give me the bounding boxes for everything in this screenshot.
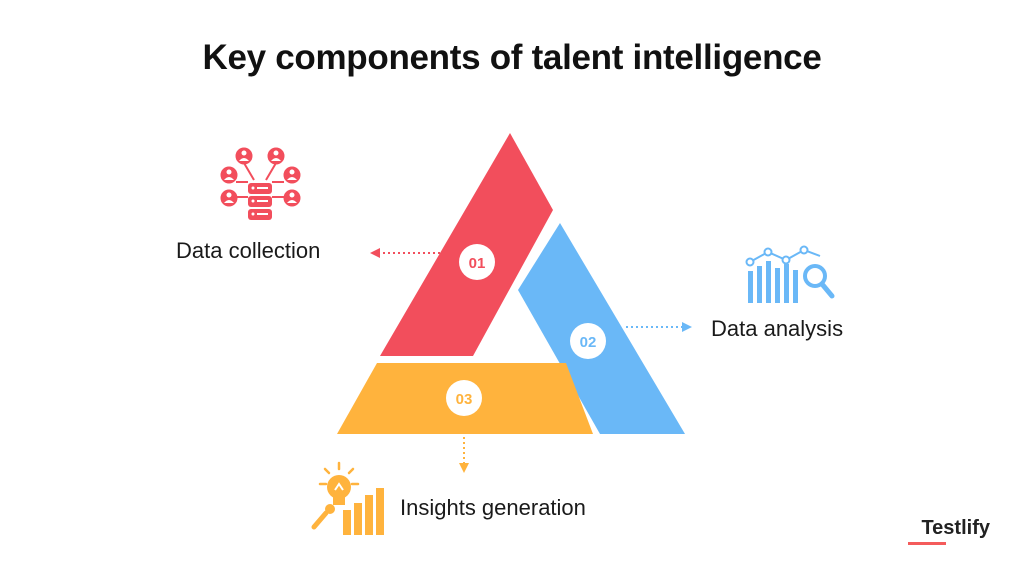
arrow-to-data-analysis xyxy=(626,322,692,332)
badge-01-text: 01 xyxy=(469,255,486,272)
logo-underline xyxy=(908,542,946,545)
label-insights-generation: Insights generation xyxy=(400,495,586,520)
arrow-to-insights-generation xyxy=(459,437,469,473)
badge-03: 03 xyxy=(446,380,482,416)
arrow-to-data-collection xyxy=(370,248,440,258)
segment-data-analysis xyxy=(518,223,685,434)
database-network-icon xyxy=(220,147,301,220)
lightbulb-chart-icon xyxy=(311,461,384,535)
page-title: Key components of talent intelligence xyxy=(202,38,822,77)
chart-magnifier-icon xyxy=(745,245,835,303)
label-data-collection: Data collection xyxy=(176,238,321,263)
badge-03-text: 03 xyxy=(456,391,473,408)
badge-02: 02 xyxy=(570,323,606,359)
testlify-logo: Testlify xyxy=(921,517,990,539)
segment-data-collection xyxy=(380,133,553,356)
label-data-analysis: Data analysis xyxy=(711,316,844,341)
badge-01: 01 xyxy=(459,244,495,280)
badge-02-text: 02 xyxy=(580,334,597,351)
